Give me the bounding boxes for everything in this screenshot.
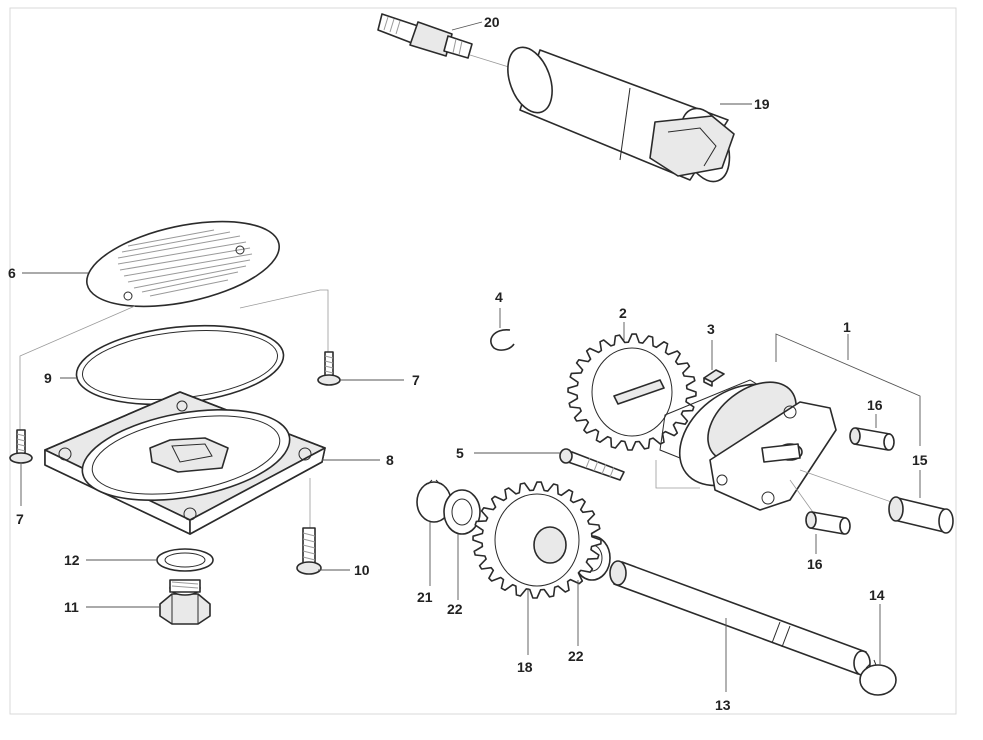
- callout-16-lower: 16: [807, 556, 823, 572]
- callout-15: 15: [912, 452, 928, 468]
- assembly-line: [655, 460, 700, 489]
- callout-7-right: 7: [412, 372, 420, 388]
- part-gear-upper: [567, 333, 697, 451]
- part-circlip-small: [490, 329, 515, 351]
- callout-labels: 20 19 6 9 7 7 8 10 12 11 4 2 3 1 16 15 1…: [8, 14, 928, 713]
- assembly-line: [789, 479, 816, 516]
- part-dowel-pin-lower: [805, 511, 851, 535]
- part-oil-filter: [507, 46, 735, 183]
- part-sealing-washer: [156, 548, 214, 572]
- callout-2: 2: [619, 305, 627, 321]
- callout-14: 20: [484, 14, 500, 30]
- part-sleeve: [888, 496, 954, 534]
- part-filter-housing: [44, 391, 326, 535]
- callout-19: 13: [715, 697, 731, 713]
- callout-11: 11: [64, 599, 79, 615]
- callout-18: 18: [517, 659, 533, 675]
- callout-22-left: 22: [447, 601, 463, 617]
- assembly-line: [799, 469, 901, 506]
- assembly-line: [239, 289, 329, 352]
- assembly-line: [19, 305, 136, 430]
- part-key: [703, 369, 725, 387]
- callout-7-left: 7: [16, 511, 24, 527]
- callout-22-right: 22: [568, 648, 584, 664]
- callout-1: 1: [843, 319, 851, 335]
- callout-21: 14: [869, 587, 885, 603]
- part-circlip-right: [859, 659, 897, 696]
- part-bolt: [296, 527, 322, 575]
- part-dowel-pin-upper: [849, 427, 895, 451]
- part-cover-plate: [86, 220, 280, 308]
- diagram-frame: [9, 7, 957, 715]
- callout-8: 8: [386, 452, 394, 468]
- callout-6: 6: [8, 265, 16, 281]
- part-gear-lower: [472, 481, 602, 599]
- part-oil-pump: [659, 379, 837, 511]
- part-drain-plug: [159, 579, 211, 625]
- part-threaded-stud: [377, 13, 473, 59]
- part-screw-left: [9, 429, 33, 464]
- part-shaft: [609, 560, 871, 676]
- callout-9: 9: [44, 370, 52, 386]
- part-pin: [559, 448, 625, 481]
- callout-10: 10: [354, 562, 370, 578]
- part-washer-left: [443, 489, 481, 535]
- callout-4: 4: [495, 289, 503, 305]
- callout-5: 5: [456, 445, 464, 461]
- callout-20: 21: [417, 589, 433, 605]
- callout-13: 19: [754, 96, 770, 112]
- callout-3: 3: [707, 321, 715, 337]
- callout-12: 12: [64, 552, 80, 568]
- callout-16-upper: 16: [867, 397, 883, 413]
- part-screw-right: [317, 351, 341, 386]
- leader-lines: [20, 21, 921, 692]
